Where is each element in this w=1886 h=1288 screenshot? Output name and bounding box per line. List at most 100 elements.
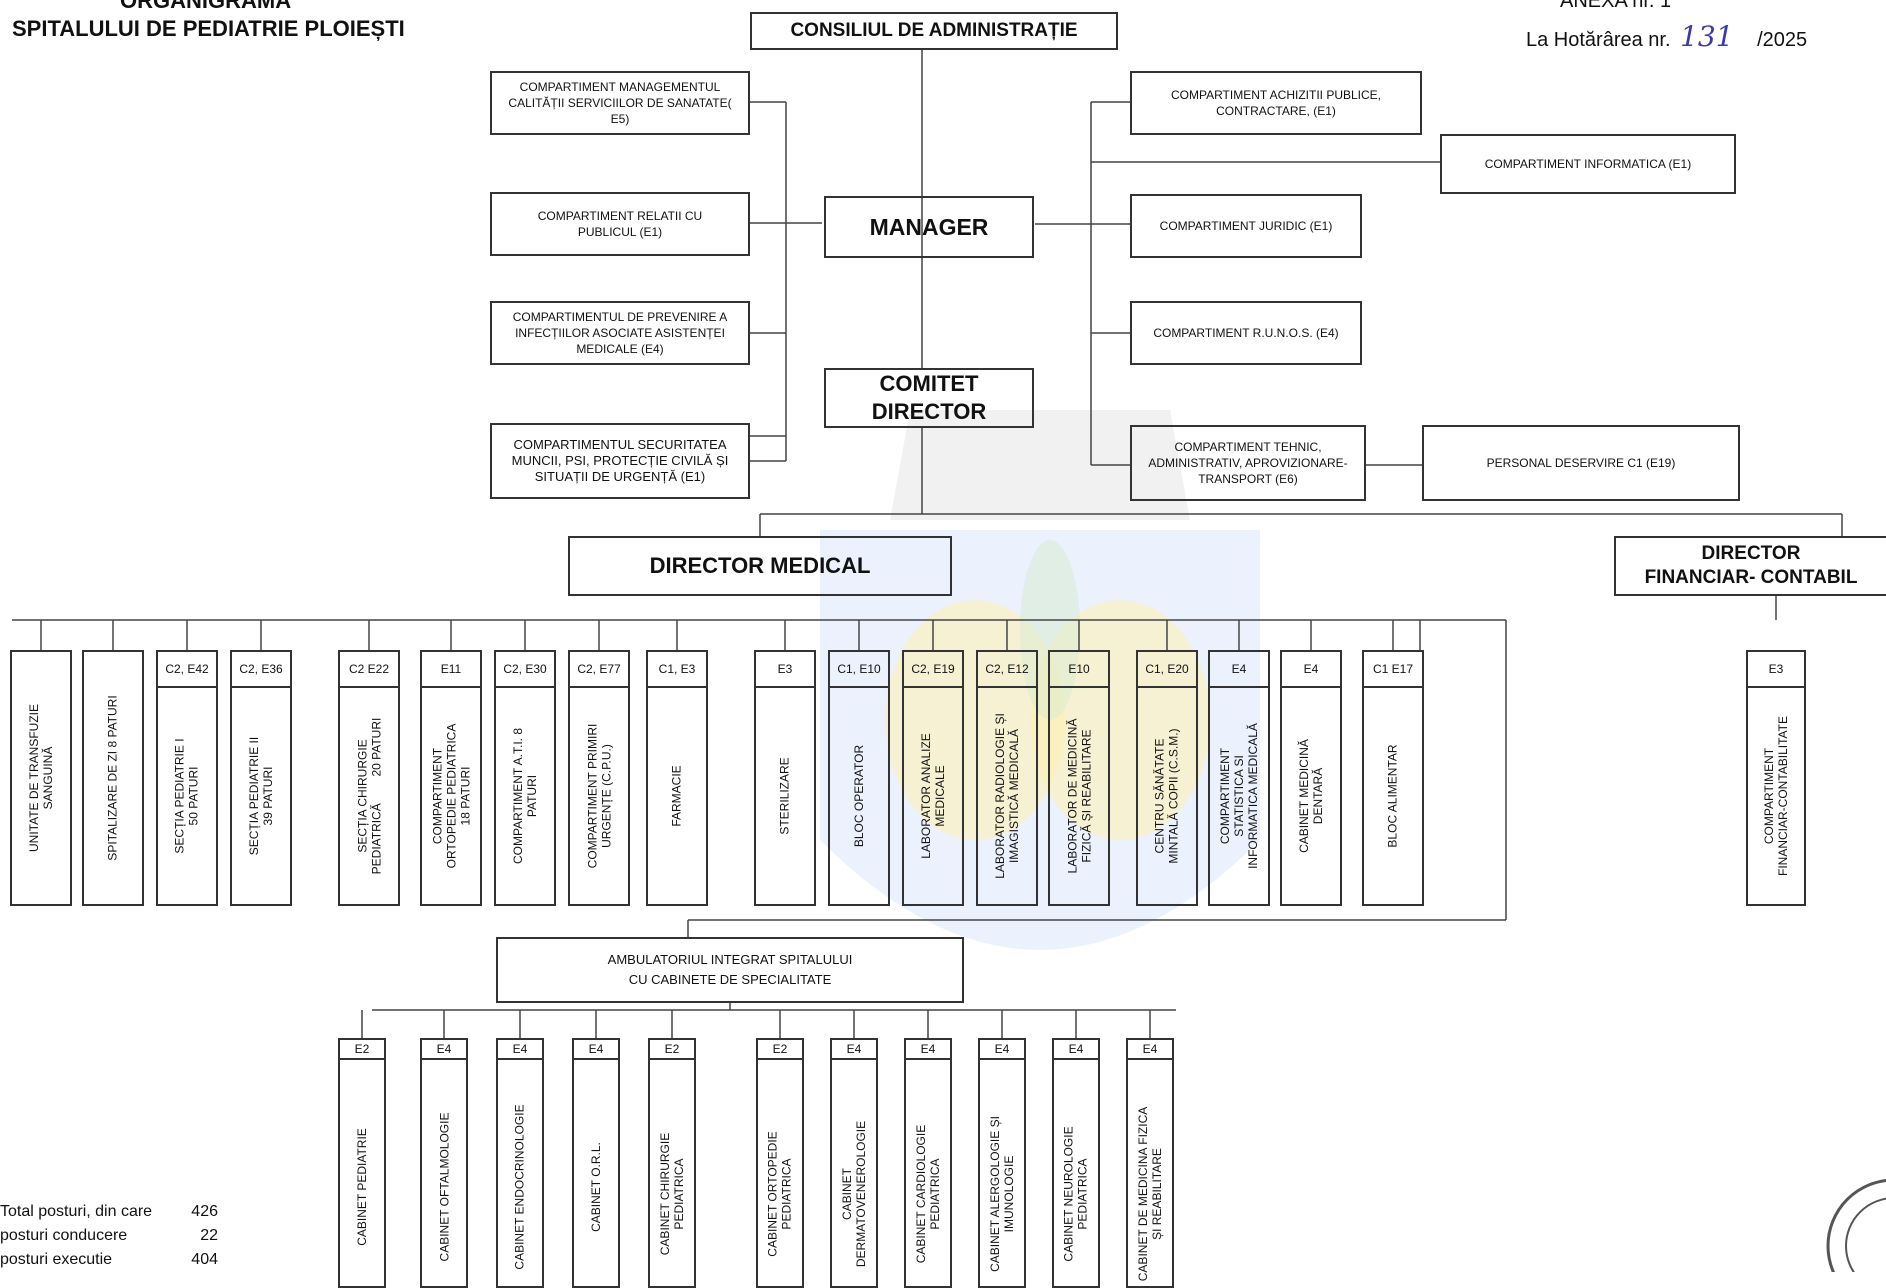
- ambulatoriu-box: AMBULATORIUL INTEGRAT SPITALULUI CU CABI…: [496, 937, 964, 1003]
- total-value: 426: [191, 1203, 218, 1220]
- cabinet-code: E2: [650, 1040, 694, 1060]
- unit-code: C1, E20: [1138, 652, 1196, 688]
- unit-name: UNITATE DE TRANSFUZIE SANGUINĂ: [27, 703, 56, 853]
- cabinet-code: E4: [832, 1040, 876, 1060]
- total-label: Total posturi, din care: [0, 1203, 153, 1220]
- director-financiar-line1: DIRECTOR: [1701, 543, 1801, 564]
- ambulatoriu-line2: CU CABINETE DE SPECIALITATE: [628, 972, 832, 987]
- unit-code: C2, E77: [570, 652, 628, 688]
- hotarare-suffix: /2025: [1757, 29, 1808, 51]
- director-financiar-line2: FINANCIAR- CONTABIL: [1644, 567, 1858, 588]
- unit-name: SECȚIA CHIRURGIE PEDIATRICĂ 20 PATURI: [355, 717, 384, 875]
- compartiment-prevenire-infectii-box: COMPARTIMENTUL DE PREVENIRE A INFECȚIILO…: [490, 301, 750, 365]
- compartiment-securitatea-muncii-box: COMPARTIMENTUL SECURITATEA MUNCII, PSI, …: [490, 423, 750, 499]
- cabinet-code: E4: [980, 1040, 1024, 1060]
- cabinet-code: E4: [498, 1040, 542, 1060]
- executie-value: 404: [191, 1251, 218, 1268]
- consiliul-administratie-box: CONSILIUL DE ADMINISTRAȚIE: [750, 12, 1118, 50]
- cabinet-name: CABINET DERMATOVENEROLOGIE: [840, 1120, 868, 1268]
- cabinet-code: E4: [574, 1040, 618, 1060]
- unit-code: C2, E12: [978, 652, 1036, 688]
- compartiment-informatica-box: COMPARTIMENT INFORMATICA (E1): [1440, 134, 1736, 194]
- comitet-director-box: COMITET DIRECTOR: [824, 368, 1034, 428]
- compartiment-runos-box: COMPARTIMENT R.U.N.O.S. (E4): [1130, 301, 1362, 365]
- unit-code: C1, E3: [648, 652, 706, 688]
- unit-name: LABORATOR ANALIZE MEDICALE: [919, 733, 948, 859]
- unit-code: C2, E36: [232, 652, 290, 688]
- medical-unit-farmacie: C1, E3 FARMACIE: [646, 650, 708, 906]
- medical-unit-unitate-de-transfuzie: UNITATE DE TRANSFUZIE SANGUINĂ: [10, 650, 72, 906]
- cabinet-name: CABINET DE MEDICINA FIZICA ȘI REABILITAR…: [1136, 1106, 1164, 1282]
- unit-code: C2, E30: [496, 652, 554, 688]
- unit-code: C2, E42: [158, 652, 216, 688]
- cabinet-code: E4: [1128, 1040, 1172, 1060]
- unit-name: LABORATOR RADIOLOGIE ȘI IMAGISTICĂ MEDIC…: [993, 713, 1022, 879]
- conducere-value: 22: [200, 1227, 218, 1244]
- personal-deservire-box: PERSONAL DESERVIRE C1 (E19): [1422, 425, 1740, 501]
- cabinet-name: CABINET CHIRURGIE PEDIATRICA: [658, 1132, 686, 1256]
- cabinet-name: CABINET OFTALMOLOGIE: [437, 1112, 452, 1262]
- unit-code: E4: [1210, 652, 1268, 688]
- unit-name: COMPARTIMENT ORTOPEDIE PEDIATRICA 18 PAT…: [430, 723, 473, 869]
- manager-box: MANAGER: [824, 196, 1034, 258]
- cabinet-code: E4: [422, 1040, 466, 1060]
- cabinet-name: CABINET PEDIATRIE: [355, 1128, 369, 1246]
- conducere-label: posturi conducere: [0, 1227, 128, 1244]
- unit-name: STERILIZARE: [778, 757, 793, 835]
- compartiment-juridic-box: COMPARTIMENT JURIDIC (E1): [1130, 194, 1362, 258]
- ambulatoriu-line1: AMBULATORIUL INTEGRAT SPITALULUI: [607, 952, 853, 967]
- unit-name: FARMACIE: [670, 765, 684, 827]
- medical-unit-spitalizare-de-zi-8-paturi: SPITALIZARE DE ZI 8 PATURI: [82, 650, 144, 906]
- cabinet-name: CABINET ORTOPEDIE PEDIATRICA: [766, 1131, 794, 1257]
- unit-code: C2, E19: [904, 652, 962, 688]
- cabinet-code: E4: [1054, 1040, 1098, 1060]
- page-title: ORGANIGRAMA: [120, 0, 292, 13]
- unit-code: C1, E10: [830, 652, 888, 688]
- unit-code: E3: [1748, 652, 1804, 688]
- unit-name: SPITALIZARE DE ZI 8 PATURI: [106, 695, 120, 861]
- cabinet-name: CABINET ALERGOLOGIE ȘI IMUNOLOGIE: [988, 1116, 1016, 1272]
- compartiment-achizitii-box: COMPARTIMENT ACHIZITII PUBLICE, CONTRACT…: [1130, 71, 1422, 135]
- cabinet-code: E4: [906, 1040, 950, 1060]
- unit-code: E10: [1050, 652, 1108, 688]
- unit-code: C2 E22: [340, 652, 398, 688]
- hotarare-line: La Hotărârea nr. 131 /2025: [1526, 20, 1807, 53]
- unit-name: COMPARTIMENT STATISTICA SI INFORMATICA M…: [1218, 723, 1261, 869]
- unit-name: BLOC OPERATOR: [852, 744, 866, 848]
- unit-name: COMPARTIMENT PRIMIRI URGENȚE (C.P.U.): [585, 723, 613, 869]
- compartiment-tehnic-box: COMPARTIMENT TEHNIC, ADMINISTRATIV, APRO…: [1130, 425, 1366, 501]
- cabinet-name: CABINET O.R.L.: [589, 1142, 603, 1232]
- unit-code: E4: [1282, 652, 1340, 688]
- financial-unit: E3 COMPARTIMENT FINANCIAR-CONTABILITATE: [1746, 650, 1806, 906]
- unit-name: BLOC ALIMENTAR: [1386, 744, 1401, 848]
- cabinet-name: CABINET CARDIOLOGIE PEDIATRICA: [914, 1124, 943, 1264]
- director-medical-box: DIRECTOR MEDICAL: [568, 536, 952, 596]
- cabinet-code: E2: [758, 1040, 802, 1060]
- totals-block: Total posturi, din care 426 posturi cond…: [0, 1200, 218, 1272]
- unit-name: CABINET MEDICINĂ DENTARĂ: [1297, 739, 1326, 853]
- comitet-line1: COMITET: [879, 371, 979, 396]
- official-stamp: [1826, 1178, 1886, 1272]
- unit-name: SECȚIA PEDIATRIE II 39 PATURI: [247, 736, 276, 856]
- hotarare-number: 131: [1680, 20, 1734, 53]
